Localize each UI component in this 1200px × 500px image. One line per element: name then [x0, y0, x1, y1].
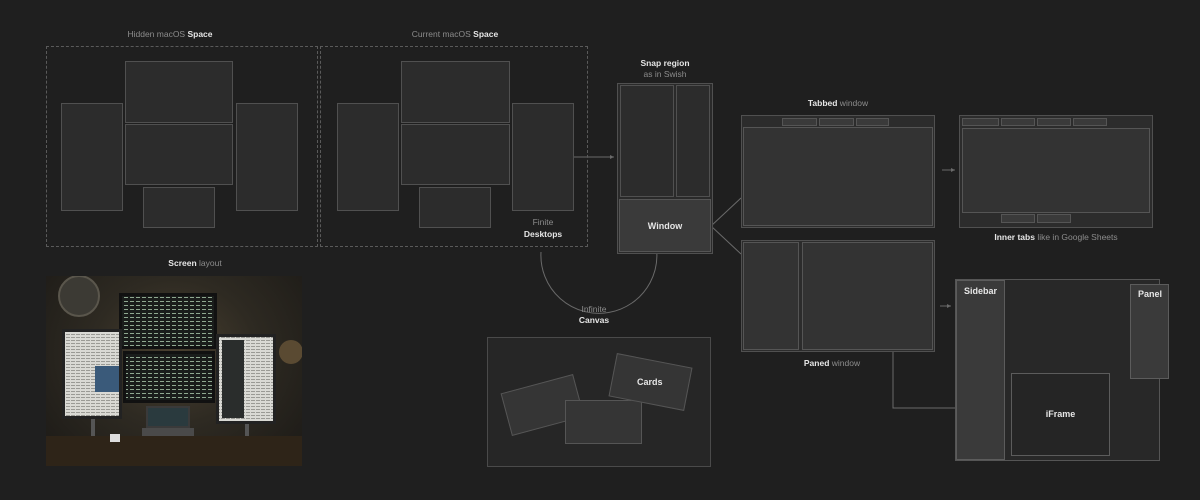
inner-top-tab-1: [962, 118, 999, 126]
screen-layout-label: Screen layout: [168, 258, 222, 268]
current-space-frame: [320, 46, 588, 247]
iframe-label: iFrame: [1045, 409, 1076, 419]
tabbed-window-label: Tabbed window: [807, 98, 869, 108]
inner-tabs-sheet: [962, 128, 1150, 213]
tabbed-tab-1: [782, 118, 817, 126]
inner-bottom-tab-1: [1001, 214, 1035, 223]
snap-right-tile: [676, 85, 710, 197]
current-window-bottom: [419, 187, 491, 228]
inner-bottom-tab-2: [1037, 214, 1071, 223]
paned-left-pane: [743, 242, 799, 350]
inner-top-tab-4: [1073, 118, 1107, 126]
monitor-setup-photo: [46, 276, 302, 466]
canvas-card-middle: [565, 400, 642, 444]
hidden-space-label: Hidden macOS Space: [127, 29, 213, 39]
panel-label: Panel: [1138, 289, 1163, 299]
hidden-window-left: [61, 103, 123, 211]
iframe-region: [1011, 373, 1110, 456]
cards-label: Cards: [637, 377, 663, 387]
snap-window-tile: [619, 199, 711, 252]
panel-region: [1130, 284, 1169, 379]
hidden-window-bottom: [143, 187, 215, 228]
current-window-left: [337, 103, 399, 211]
tabbed-content: [743, 127, 933, 226]
hidden-window-middle: [125, 124, 233, 185]
paned-right-pane: [802, 242, 933, 350]
monitor-setup-illustration: [46, 276, 302, 466]
snap-window-label: Window: [647, 221, 683, 231]
hidden-window-top: [125, 61, 233, 123]
snap-left-tile: [620, 85, 674, 197]
finite-desktops-label: Finite Desktops: [523, 217, 563, 239]
hidden-space-frame: [46, 46, 318, 247]
sidebar-label: Sidebar: [964, 286, 998, 296]
paned-window-label: Paned window: [803, 358, 861, 368]
snap-region-label: Snap region as in Swish: [640, 58, 690, 79]
current-window-middle: [401, 124, 510, 185]
hidden-window-right: [236, 103, 298, 211]
tabbed-tab-2: [819, 118, 854, 126]
inner-tabs-label: Inner tabs like in Google Sheets: [994, 232, 1118, 242]
inner-top-tab-3: [1037, 118, 1071, 126]
sidebar-region: [956, 280, 1005, 460]
infinite-canvas-label: Infinite Canvas: [578, 304, 610, 325]
tabbed-tab-3: [856, 118, 889, 126]
current-window-right: [512, 103, 574, 211]
current-window-top: [401, 61, 510, 123]
inner-top-tab-2: [1001, 118, 1035, 126]
current-space-label: Current macOS Space: [411, 29, 499, 39]
